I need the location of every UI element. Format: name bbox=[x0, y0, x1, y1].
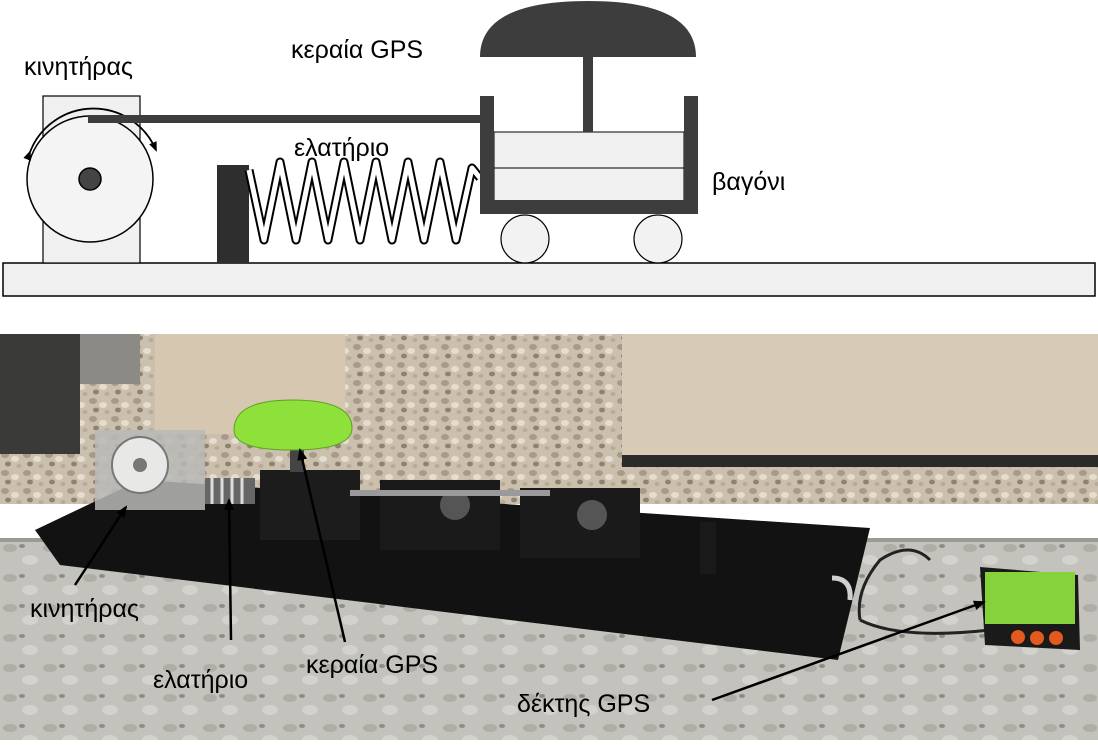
right-wall-base bbox=[622, 455, 1098, 467]
spring-coil-inner bbox=[246, 159, 482, 243]
left-dark-structure bbox=[0, 334, 80, 454]
photo-end-bracket bbox=[700, 522, 716, 574]
photo-wheel-1 bbox=[440, 490, 470, 520]
schematic-label-cart: βαγόνι bbox=[712, 168, 785, 196]
photo-handle bbox=[831, 575, 853, 601]
right-wall bbox=[622, 334, 1098, 459]
motor-axle bbox=[78, 167, 102, 191]
arrow-motor bbox=[73, 505, 128, 586]
photo-label-motor: κινητήρας bbox=[30, 595, 139, 623]
photo-rod bbox=[350, 490, 550, 496]
photo-wheel-2 bbox=[577, 500, 607, 530]
schematic-label-motor: κινητήρας bbox=[24, 53, 133, 81]
photo-cable-2 bbox=[859, 618, 991, 635]
cart-right-wall bbox=[684, 96, 698, 214]
photo-gps-receiver bbox=[980, 567, 1080, 650]
cart-floor bbox=[480, 200, 698, 214]
photo: κινητήρας ελατήριο κεραία GPS δέκτης GPS bbox=[0, 334, 1098, 740]
photo-label-antenna: κεραία GPS bbox=[306, 651, 438, 679]
photo-label-receiver: δέκτης GPS bbox=[517, 690, 650, 718]
cart-left-wall bbox=[480, 96, 494, 214]
cart-wheel-left bbox=[500, 214, 550, 264]
antenna-mast bbox=[583, 50, 593, 132]
photo-motor-hub bbox=[133, 458, 147, 472]
arrow-receiver bbox=[711, 600, 986, 702]
cart-drawing bbox=[480, 1, 698, 264]
photo-cart bbox=[260, 470, 360, 540]
schematic: κινητήρας κεραία GPS ελατήριο βαγόνι bbox=[2, 1, 1096, 297]
cart-wheel-right bbox=[633, 214, 683, 264]
spring-block bbox=[217, 165, 249, 263]
left-metal-pipe bbox=[80, 334, 140, 384]
arrow-spring bbox=[224, 498, 235, 641]
black-board bbox=[35, 480, 870, 660]
rotation-arrow bbox=[23, 107, 157, 161]
photo-label-spring: ελατήριο bbox=[153, 666, 248, 694]
photo-gps-antenna bbox=[233, 399, 353, 451]
schematic-label-spring: ελατήριο bbox=[294, 134, 389, 162]
connecting-rod bbox=[88, 115, 484, 123]
schematic-label-antenna: κεραία GPS bbox=[291, 36, 423, 64]
motor-drawing bbox=[23, 95, 157, 264]
antenna-dome bbox=[480, 1, 696, 57]
photo-cable bbox=[857, 548, 932, 621]
arrow-antenna bbox=[297, 448, 347, 643]
base-platform bbox=[2, 262, 1096, 297]
